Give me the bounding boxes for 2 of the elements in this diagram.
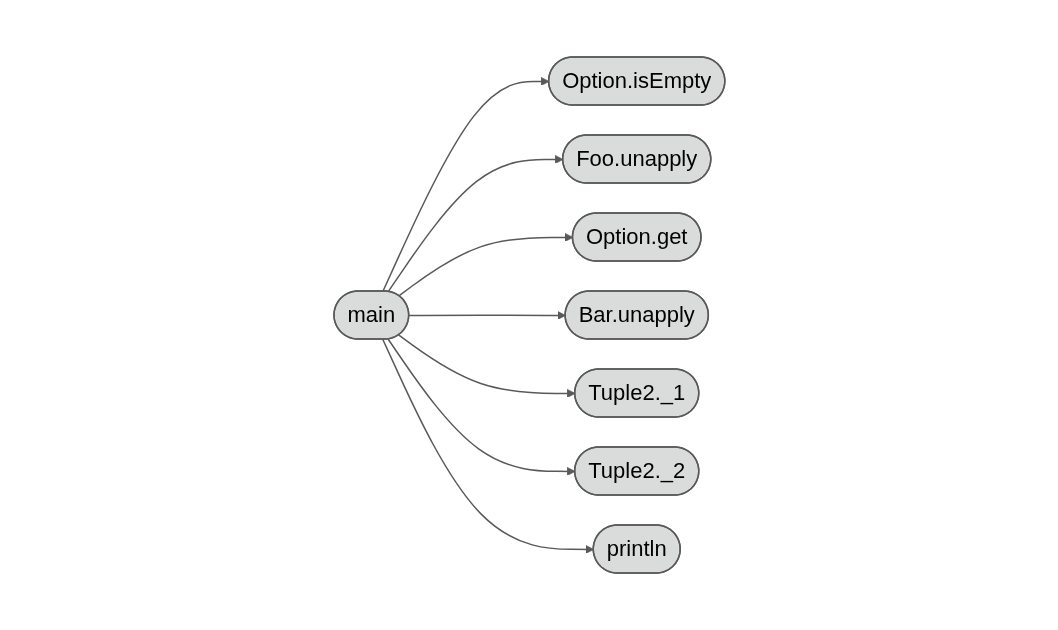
arrow bbox=[381, 338, 594, 554]
arrow bbox=[397, 233, 573, 297]
